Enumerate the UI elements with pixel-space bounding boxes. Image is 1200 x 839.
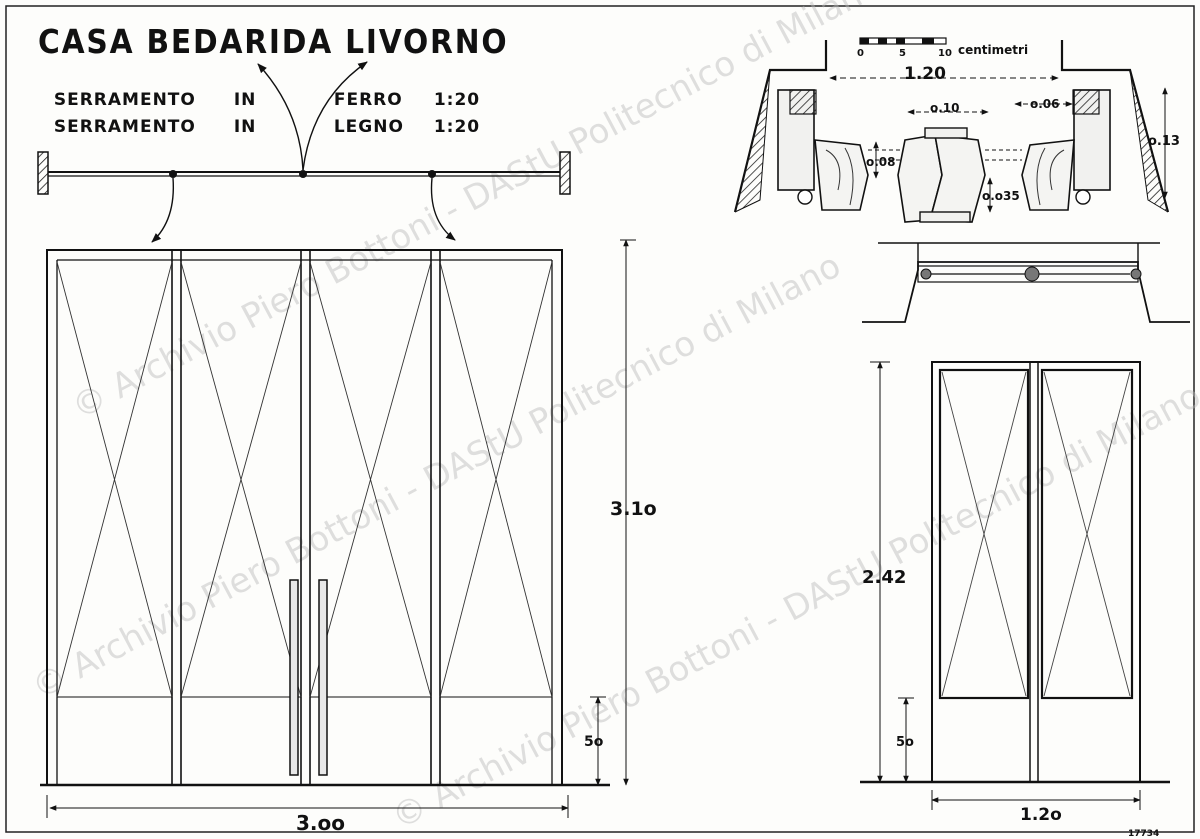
door-handle-left [289,579,299,776]
wood-door-dimensions: 2.42 5o 1.2o [862,361,1141,825]
section-dim-0035: o.o35 [982,189,1020,203]
iron-base-label: 5o [584,734,604,750]
scale-tick-0: 0 [857,48,864,59]
iron-door-plan [37,61,571,243]
drawing-title: CASA BEDARIDA LIVORNO [38,22,509,61]
scale-bar: 0 5 10 centimetri [857,37,1028,59]
section-dim-008: o.08 [866,155,896,169]
iron-height-label: 3.1o [610,498,657,520]
door-handle-right [318,579,328,776]
scale-tick-5: 5 [899,48,906,59]
scale-tick-10: 10 [938,48,952,59]
section-dim-010: o.10 [930,101,960,115]
section-width-label: 1.20 [904,64,946,84]
watermark-text-2: © Archivio Piero Bottoni - DAStU Politec… [65,0,887,428]
scale-unit-label: centimetri [958,43,1028,57]
iron-door-elevation [40,249,610,787]
subtitle-iron-word2: IN [233,90,257,110]
subtitle-wood-word1: SERRAMENTO [53,117,196,137]
section-dim-013: o.13 [1148,134,1180,149]
subtitle-iron-material: FERRO [333,90,403,110]
iron-door-dimensions: 3.1o 5o 3.oo [46,239,657,835]
subtitle-wood-word2: IN [233,117,257,137]
watermark: © Archivio Piero Bottoni - DAStU Politec… [25,0,1200,838]
section-dim-006: o.06 [1030,97,1060,111]
subtitle-wood-material: LEGNO [333,117,404,137]
iron-width-label: 3.oo [296,811,345,835]
subtitle-iron-scale: 1:20 [433,90,481,110]
wood-height-label: 2.42 [862,567,906,588]
wood-width-label: 1.2o [1020,805,1062,825]
subtitle-wood-scale: 1:20 [433,117,481,137]
wood-base-label: 5o [896,735,914,750]
frame-section-detail: 1.20 o.10 o.06 o.13 o.08 [733,40,1180,223]
wood-door-plan [862,242,1190,323]
subtitle-iron-word1: SERRAMENTO [53,90,196,110]
catalog-number: 17734 [1128,829,1159,839]
subtitle-wood: SERRAMENTO IN LEGNO 1:20 [40,97,480,137]
sheet-border [5,5,1195,833]
wood-door-elevation [860,361,1170,784]
subtitle-iron: SERRAMENTO IN FERRO 1:20 [40,70,480,110]
